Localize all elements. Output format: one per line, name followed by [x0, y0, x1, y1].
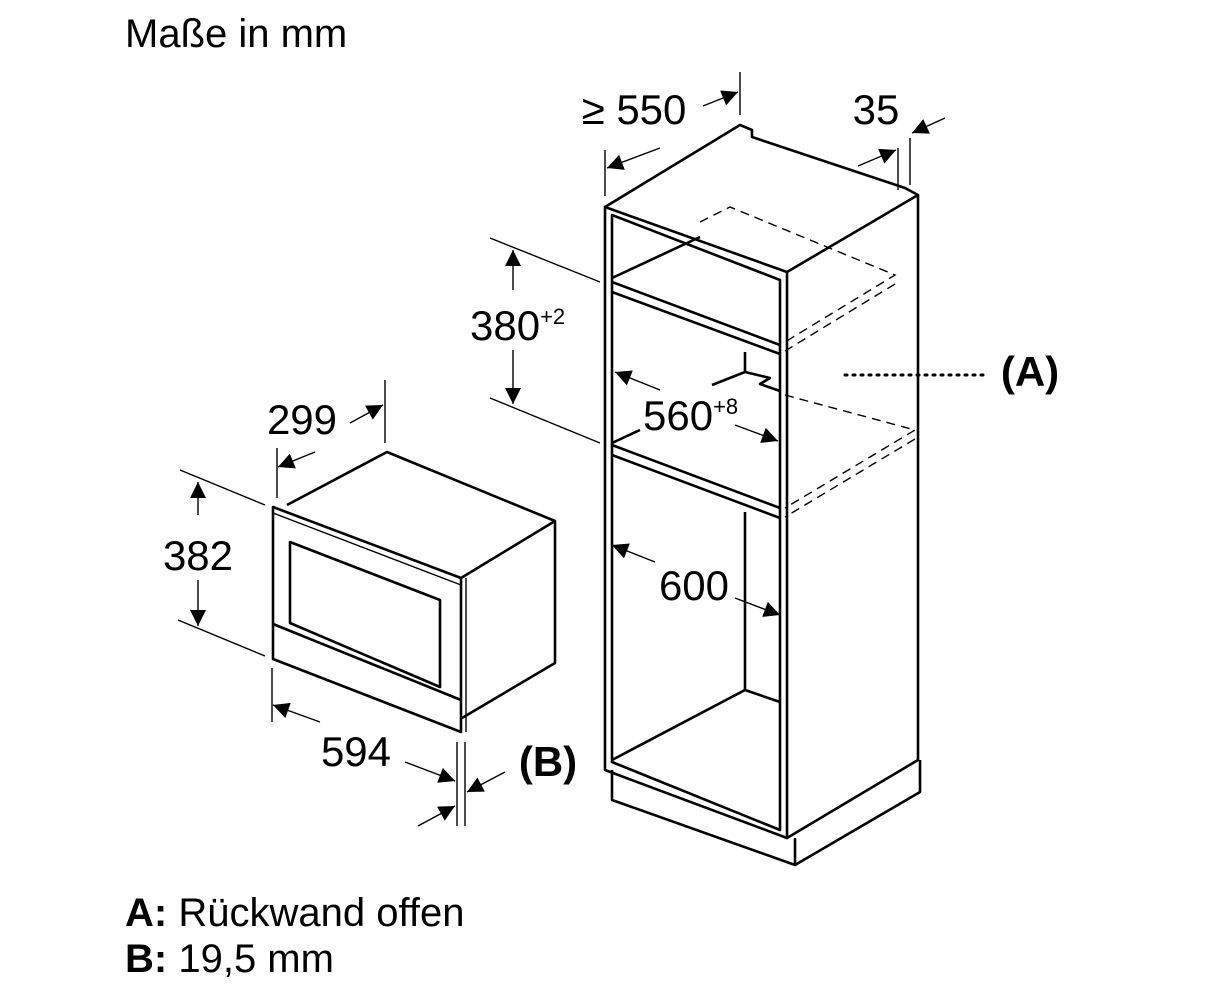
niche-height-tolerance: +2	[540, 304, 565, 329]
dimension-594	[271, 668, 506, 827]
greater-equal-sign: ≥	[582, 86, 605, 133]
dim-cabinet-width: 600	[659, 562, 729, 609]
dim-oven-width: 594	[321, 728, 391, 775]
dimension-380	[489, 237, 601, 444]
appliance-drawing	[271, 450, 557, 734]
dim-oven-depth: 299	[267, 396, 337, 443]
cabinet-drawing	[603, 123, 922, 867]
dim-oven-height: 382	[163, 532, 233, 579]
dimension-299	[276, 380, 386, 498]
dim-niche-height: 380+2	[470, 302, 565, 349]
legend-item-b: B: 19,5 mm	[125, 936, 334, 982]
dimension-550	[604, 72, 741, 196]
label-a: (A)	[1001, 348, 1059, 395]
legend-text: Rückwand offen	[178, 891, 465, 935]
dim-back-gap: 35	[853, 86, 900, 133]
niche-height-value: 380	[470, 302, 540, 349]
niche-depth-value: 550	[616, 86, 686, 133]
dim-niche-depth: ≥ 550	[582, 86, 687, 133]
legend-text: 19,5 mm	[178, 937, 334, 981]
legend-item-a: A: Rückwand offen	[125, 890, 464, 936]
dimension-600	[611, 543, 781, 617]
legend-key: B:	[125, 937, 168, 981]
dim-niche-width: 560+8	[643, 392, 738, 439]
dimension-382	[177, 469, 266, 657]
diagram-title: Maße in mm	[125, 12, 348, 56]
niche-width-tolerance: +8	[713, 394, 738, 419]
label-b: (B)	[519, 738, 577, 785]
niche-width-value: 560	[643, 392, 713, 439]
dimension-560	[614, 370, 779, 443]
legend-key: A:	[125, 891, 168, 935]
dimension-35	[857, 117, 946, 190]
